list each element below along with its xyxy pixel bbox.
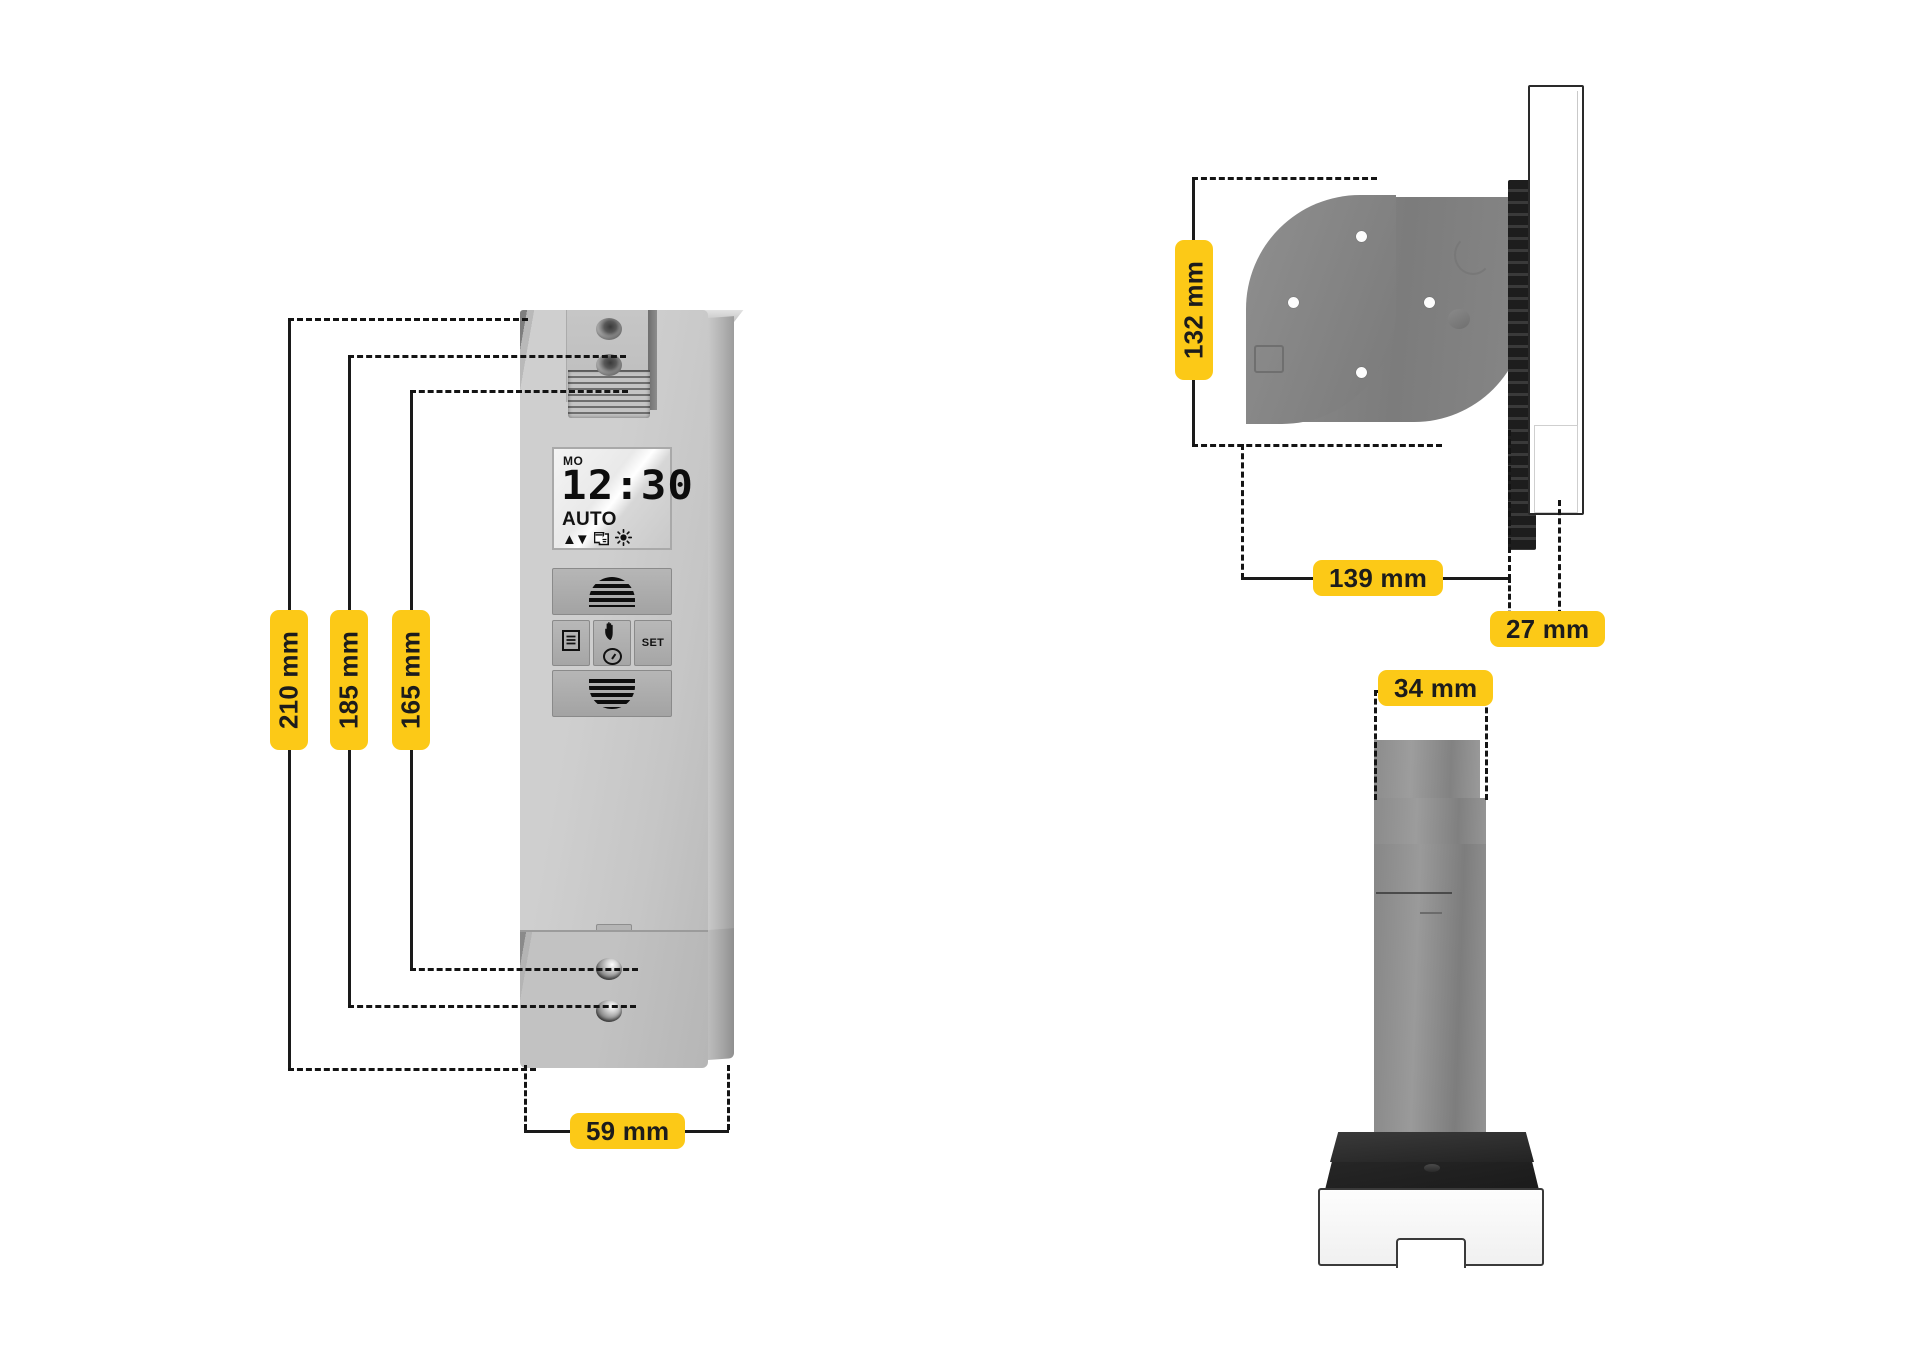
mounting-hole-bottom-outer — [596, 1000, 622, 1022]
dimension-extension-210-bottom — [288, 1068, 536, 1071]
dimension-extension-27-right — [1558, 500, 1561, 625]
device-side-face — [708, 316, 734, 933]
dimension-badge-139: 139 mm — [1313, 560, 1444, 596]
dimension-extension-132-top — [1192, 177, 1377, 180]
back-box-clip-detail — [1254, 345, 1284, 373]
mounting-hole-top-inner — [596, 354, 622, 376]
device-perspective-view — [1310, 740, 1610, 1300]
lcd-time-readout: 12:30 — [561, 463, 694, 509]
dimension-extension-34-right — [1485, 690, 1488, 800]
dimension-extension-34-left — [1374, 690, 1377, 800]
device-side-view — [1190, 85, 1610, 555]
menu-list-icon — [562, 630, 580, 656]
device-base-dark-top — [1330, 1132, 1534, 1162]
hand-manual-icon — [603, 621, 622, 646]
device-column-body — [1374, 844, 1486, 1144]
set-button-label: SET — [641, 637, 665, 649]
dimension-extension-27-left — [1508, 577, 1511, 625]
control-button-row: SET — [552, 620, 672, 666]
sun-brightness-icon — [614, 528, 632, 550]
lcd-mode-indicator: AUTO — [562, 509, 617, 530]
menu-button[interactable] — [552, 620, 590, 666]
wall-back-box — [1246, 195, 1526, 424]
shutter-up-icon — [589, 576, 635, 607]
device-vent-grille — [568, 370, 650, 418]
dimension-extension-139-right — [1508, 430, 1511, 580]
dimension-badge-132: 132 mm — [1175, 240, 1213, 380]
dimension-extension-185-top — [348, 355, 626, 358]
up-down-arrows-icon: ▲▼ — [562, 531, 590, 548]
back-box-hole-right — [1424, 297, 1435, 308]
device-lower-housing — [520, 930, 708, 1068]
back-box-arc-detail — [1454, 235, 1492, 275]
dimension-badge-34: 34 mm — [1378, 670, 1494, 706]
device-column-seam-secondary — [1420, 912, 1442, 914]
dimension-extension-185-bottom — [348, 1005, 636, 1008]
device-lower-side-face — [708, 928, 734, 1060]
shutter-down-button[interactable] — [552, 670, 672, 717]
device-column-upper — [1374, 798, 1486, 848]
back-box-hole-bottom — [1356, 367, 1367, 378]
mounting-hole-top-outer — [596, 318, 622, 340]
dimension-badge-27: 27 mm — [1490, 611, 1606, 647]
lcd-day-indicator: MO — [563, 454, 584, 468]
dimension-badge-59: 59 mm — [570, 1113, 686, 1149]
dimension-extension-139-left — [1241, 444, 1244, 579]
back-box-hole-left — [1288, 297, 1299, 308]
dimension-extension-165-bottom — [410, 968, 638, 971]
dimension-badge-165: 165 mm — [392, 610, 430, 750]
lcd-display: MO 12:30 AUTO ▲▼ — [552, 447, 693, 550]
dimension-extension-210-top — [288, 318, 528, 321]
manual-auto-button[interactable] — [593, 620, 631, 666]
dimension-extension-59-right — [727, 1065, 730, 1130]
calendar-days-icon — [593, 531, 609, 548]
dimension-extension-165-top — [410, 390, 628, 393]
device-column-seam — [1376, 892, 1452, 894]
base-plate-foot-cutout — [1396, 1238, 1466, 1268]
set-button[interactable]: SET — [634, 620, 672, 666]
shutter-down-icon — [589, 678, 635, 709]
device-recess-shadow — [648, 310, 657, 410]
base-cable-hole — [1424, 1164, 1440, 1172]
back-box-dimple — [1448, 309, 1470, 329]
dimension-badge-185: 185 mm — [330, 610, 368, 750]
lcd-status-icons: ▲▼ — [562, 528, 632, 550]
shutter-up-button[interactable] — [552, 568, 672, 615]
dimension-extension-59-left — [524, 1065, 527, 1130]
dimension-badge-210: 210 mm — [270, 610, 308, 750]
clock-auto-icon — [602, 648, 622, 665]
device-front-view: MO 12:30 AUTO ▲▼ — [520, 310, 744, 1070]
back-box-hole-top — [1356, 231, 1367, 242]
device-column-top — [1374, 740, 1480, 802]
dimension-extension-132-bottom — [1192, 444, 1442, 447]
faceplate-lower-notch — [1534, 425, 1578, 513]
